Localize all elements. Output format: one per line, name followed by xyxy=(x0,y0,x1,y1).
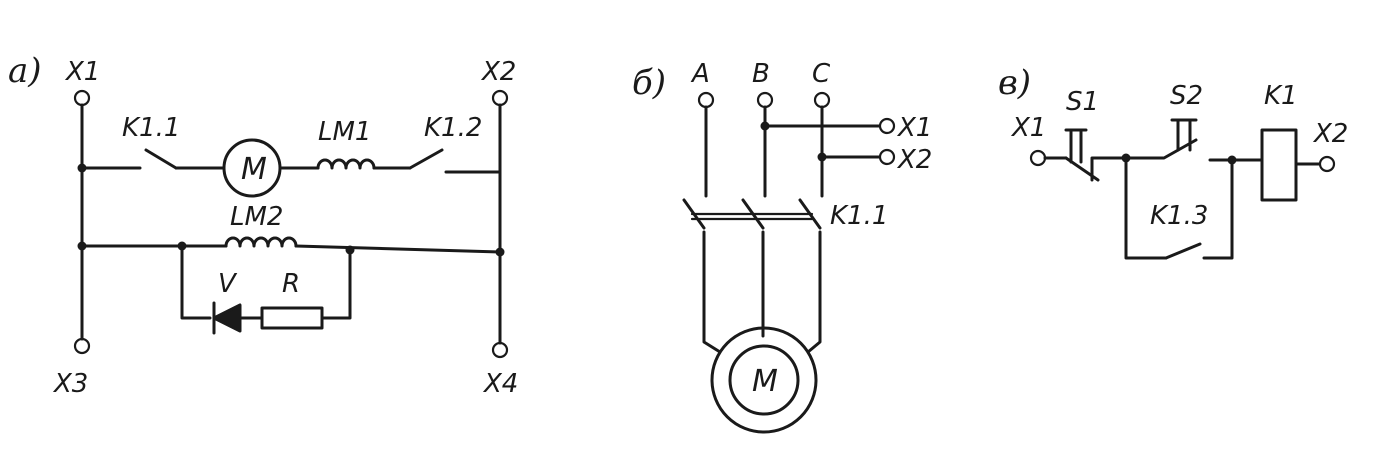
terminal-x1-label: X1 xyxy=(64,57,100,87)
terminal-c-x1-label: X1 xyxy=(1010,113,1046,143)
contact-k12 xyxy=(408,148,444,170)
terminal-x2-label: X2 xyxy=(480,57,516,87)
section-label-a: а) xyxy=(8,51,42,91)
button-s1-actuator xyxy=(1064,128,1088,164)
diagram-c: в) X1 S1 S2 K1 X2 K1.3 xyxy=(998,63,1348,260)
button-s2-contact xyxy=(1124,138,1198,160)
junction-a5 xyxy=(495,247,505,257)
terminal-c-x2-label: X2 xyxy=(1312,119,1348,149)
button-s2-label: S2 xyxy=(1170,81,1203,111)
winding-lm1-label: LM1 xyxy=(318,117,371,147)
terminal-b-x2 xyxy=(878,148,896,166)
terminal-c-x2 xyxy=(1318,155,1336,173)
motor-a-label: M xyxy=(241,152,267,187)
terminal-b-x1-label: X1 xyxy=(896,113,932,143)
section-label-c: в) xyxy=(998,63,1031,103)
junction-b2 xyxy=(817,152,827,162)
wire-s1-s2 xyxy=(1090,156,1128,182)
phase-c-label: C xyxy=(812,59,831,89)
junction-a1 xyxy=(77,163,87,173)
winding-lm1 xyxy=(316,158,376,170)
terminal-x3-label: X3 xyxy=(52,369,88,399)
contactor-label: K1.1 xyxy=(830,201,888,231)
terminal-x4 xyxy=(491,341,509,359)
terminal-phase-c xyxy=(813,91,831,109)
resistor-r xyxy=(260,306,324,330)
phase-a-label: A xyxy=(690,59,710,89)
terminal-b-x1 xyxy=(878,117,896,135)
resistor-r-label: R xyxy=(282,269,300,299)
terminal-x2 xyxy=(491,89,509,107)
contact-k11 xyxy=(144,148,178,170)
section-label-b: б) xyxy=(632,63,666,103)
diagram-b: б) A B C X1 X2 K1.1 M xyxy=(632,59,932,434)
motor-b-inner xyxy=(728,344,800,416)
coil-k1 xyxy=(1260,128,1298,202)
contact-k12-label: K1.2 xyxy=(424,113,482,143)
wire-motor-c xyxy=(806,230,822,354)
winding-lm2 xyxy=(224,236,298,248)
terminal-x3 xyxy=(73,337,91,355)
junction-a2 xyxy=(77,241,87,251)
winding-lm2-label: LM2 xyxy=(230,202,283,232)
junction-b1 xyxy=(760,121,770,131)
wire-lm2-right xyxy=(294,244,502,254)
terminal-b-x2-label: X2 xyxy=(896,145,932,175)
contact-k13 xyxy=(1164,242,1202,260)
coil-k1-label: K1 xyxy=(1264,81,1298,111)
wire-k13-right xyxy=(1202,158,1234,260)
terminal-x1 xyxy=(73,89,91,107)
wire-motor-a xyxy=(702,230,722,354)
phase-b-label: B xyxy=(752,59,770,89)
terminal-phase-a xyxy=(697,91,715,109)
contact-k13-label: K1.3 xyxy=(1150,201,1208,231)
terminal-phase-b xyxy=(756,91,774,109)
button-s1-label: S1 xyxy=(1066,87,1099,117)
diode-v-label: V xyxy=(218,269,238,299)
contact-k11-label: K1.1 xyxy=(122,113,180,143)
motor-b-outer xyxy=(710,326,818,434)
diagram-a: а) X1 X2 X3 X4 K1.1 M LM1 K1.2 LM2 xyxy=(8,51,518,399)
diode-v xyxy=(212,303,242,333)
motor-b-label: M xyxy=(752,364,778,399)
wire-diode-left xyxy=(180,244,212,320)
terminal-c-x1 xyxy=(1029,149,1047,167)
wire-k13-left xyxy=(1124,156,1168,260)
terminal-x4-label: X4 xyxy=(482,369,518,399)
wire-resistor-right xyxy=(320,248,352,320)
